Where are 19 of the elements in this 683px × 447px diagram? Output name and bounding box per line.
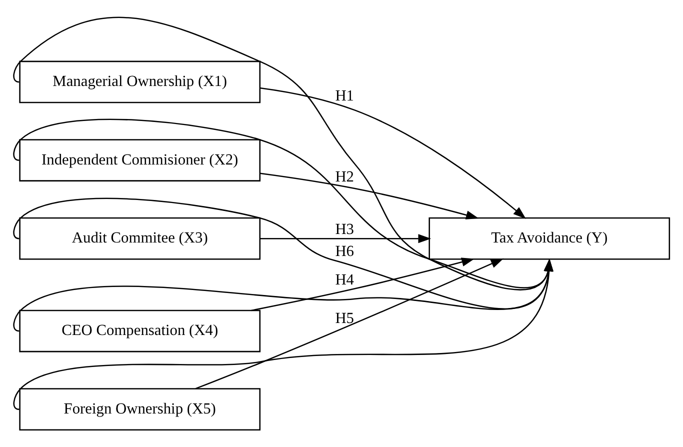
edge-label: H2 [335, 168, 354, 186]
node-box: Tax Avoidance (Y) [428, 217, 670, 260]
node-box: Audit Commitee (X3) [19, 217, 261, 260]
edge-label: H6 [335, 243, 354, 260]
arrow [14, 258, 554, 332]
node-box: Independent Commisioner (X2) [19, 139, 261, 182]
edge-label: H5 [335, 310, 354, 327]
edge-label: H1 [335, 88, 354, 105]
edge-label: H4 [335, 271, 354, 288]
node-box: CEO Compensation (X4) [19, 310, 261, 352]
arrow [251, 258, 475, 312]
edge-label: H3 [335, 221, 354, 238]
arrow [260, 234, 432, 244]
arrow [260, 172, 479, 220]
node-box: Foreign Ownership (X5) [19, 388, 261, 430]
arrow [14, 258, 554, 410]
arrow [260, 87, 526, 219]
arrow [195, 258, 504, 390]
node-box: Managerial Ownership (X1) [19, 60, 261, 104]
